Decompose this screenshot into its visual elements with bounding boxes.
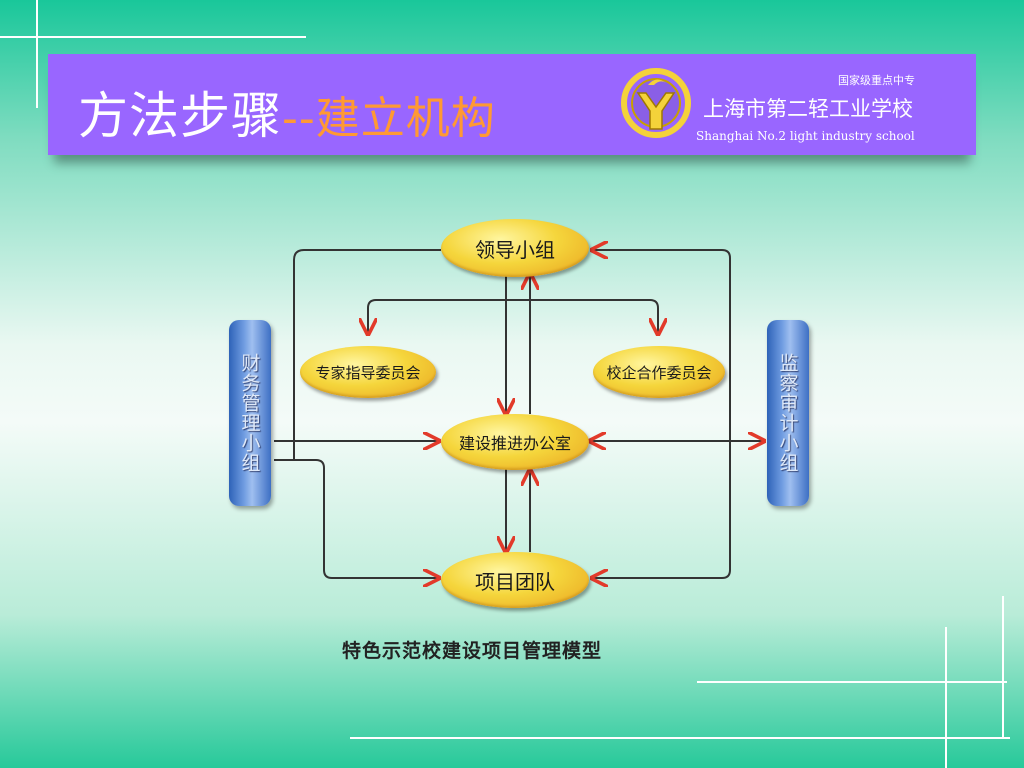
title-sub: --建立机构 bbox=[282, 93, 496, 144]
node-project-team: 项目团队 bbox=[441, 552, 589, 608]
connector-right-top bbox=[592, 250, 731, 300]
decor-line-bottom-v2 bbox=[1002, 596, 1004, 738]
page-title: 方法步骤--建立机构 bbox=[78, 76, 496, 148]
connector-right-bottom bbox=[592, 300, 731, 578]
school-rank: 国家级重点中专 bbox=[838, 74, 915, 87]
decor-line-top-h bbox=[0, 36, 306, 38]
node-leader-group: 领导小组 bbox=[441, 219, 589, 277]
diagram-caption: 特色示范校建设项目管理模型 bbox=[342, 640, 603, 662]
school-logo-icon bbox=[621, 68, 691, 138]
school-name-english: Shanghai No.2 light industry school bbox=[696, 129, 915, 143]
header-band bbox=[48, 54, 976, 155]
decor-line-bottom-h2 bbox=[350, 737, 1010, 739]
decor-line-bottom-v1 bbox=[945, 627, 947, 768]
audit-group-label: 监察审计小组 bbox=[776, 353, 799, 473]
finance-group-label: 财务管理小组 bbox=[238, 353, 261, 473]
node-expert-committee: 专家指导委员会 bbox=[300, 346, 436, 398]
connector-top-bar bbox=[367, 299, 658, 334]
connector-left-loop bbox=[274, 249, 441, 461]
node-audit-group: 监察审计小组 bbox=[767, 320, 809, 506]
title-main: 方法步骤 bbox=[78, 87, 282, 145]
node-office: 建设推进办公室 bbox=[441, 414, 589, 470]
node-coop-committee: 校企合作委员会 bbox=[593, 346, 725, 398]
node-finance-group: 财务管理小组 bbox=[229, 320, 271, 506]
school-name: 上海市第二轻工业学校 bbox=[703, 97, 913, 121]
decor-line-bottom-h1 bbox=[697, 681, 1007, 683]
decor-line-top-v bbox=[36, 0, 38, 108]
connector-finance-to-team bbox=[274, 459, 439, 578]
